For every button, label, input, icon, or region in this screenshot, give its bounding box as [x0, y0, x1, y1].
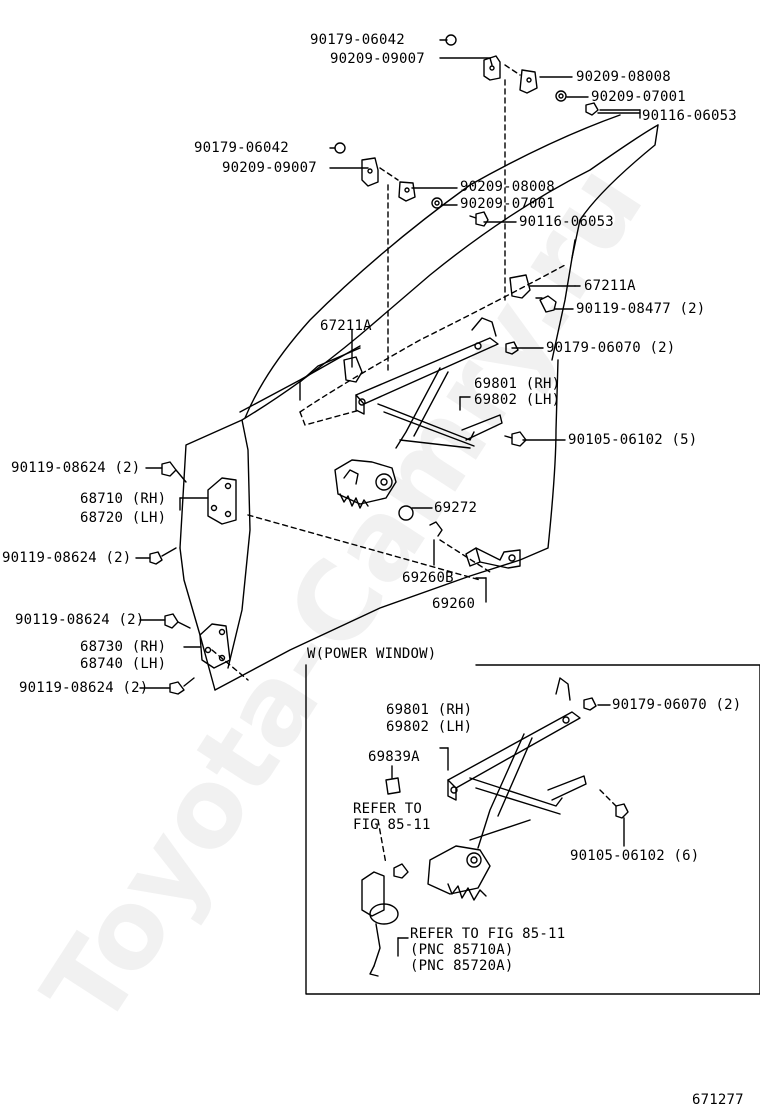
- label-part-68710-rh: 68710 (RH): [80, 491, 167, 507]
- label-part-90119-08624-b: 90119-08624 (2): [2, 550, 132, 566]
- label-part-69260: 69260: [432, 596, 476, 612]
- label-part-69802-lh: 69802 (LH): [474, 392, 561, 408]
- label-refer-to: REFER TO: [353, 801, 423, 817]
- label-part-90119-08624-c: 90119-08624 (2): [15, 612, 145, 628]
- label-pw-part-69839A: 69839A: [368, 749, 420, 765]
- leader-lines: [135, 39, 641, 689]
- power-dashed: [377, 789, 617, 865]
- label-part-90209-09007-upper: 90209-09007: [330, 51, 425, 67]
- label-part-90179-06042-lower: 90179-06042: [194, 140, 289, 156]
- label-pw-part-90105-06102-6: 90105-06102 (6): [570, 848, 700, 864]
- label-part-90105-06102-5: 90105-06102 (5): [568, 432, 698, 448]
- label-pw-part-69801-rh: 69801 (RH): [386, 702, 473, 718]
- label-part-90116-06053-lower: 90116-06053: [519, 214, 614, 230]
- label-part-90209-08008-lower: 90209-08008: [460, 179, 555, 195]
- label-fig-85-11: FIG 85-11: [353, 817, 431, 833]
- label-part-90119-08624-d: 90119-08624 (2): [19, 680, 149, 696]
- label-part-67211A-right: 67211A: [584, 278, 636, 294]
- label-part-90209-07001-lower: 90209-07001: [460, 196, 555, 212]
- label-part-90119-08624-a: 90119-08624 (2): [11, 460, 141, 476]
- hinges: [199, 477, 237, 669]
- label-refer-to-fig-85-11: REFER TO FIG 85-11: [410, 926, 566, 942]
- label-part-90119-08477: 90119-08477 (2): [576, 301, 706, 317]
- label-part-69260B: 69260B: [402, 570, 454, 586]
- label-part-90209-09007-lower: 90209-09007: [222, 160, 317, 176]
- label-power-window-title: W(POWER WINDOW): [307, 646, 437, 662]
- label-part-69272: 69272: [434, 500, 478, 516]
- label-part-68720-lh: 68720 (LH): [80, 510, 167, 526]
- power-leader-lines: [391, 704, 625, 957]
- label-part-69801-rh: 69801 (RH): [474, 376, 561, 392]
- label-part-90179-06070: 90179-06070 (2): [546, 340, 676, 356]
- label-part-90209-08008-upper: 90209-08008: [576, 69, 671, 85]
- label-pnc-85720A: (PNC 85720A): [410, 958, 514, 974]
- manual-window-regulator: [334, 317, 521, 569]
- fasteners: [149, 34, 599, 695]
- label-pw-part-69802-lh: 69802 (LH): [386, 719, 473, 735]
- label-pw-part-90179-06070: 90179-06070 (2): [612, 697, 742, 713]
- label-part-68730-rh: 68730 (RH): [80, 639, 167, 655]
- label-part-90209-07001-upper: 90209-07001: [591, 89, 686, 105]
- door-panel-outline: [179, 114, 659, 691]
- power-window-box: [305, 664, 760, 995]
- power-window-regulator: [361, 677, 629, 977]
- label-part-67211A-left: 67211A: [320, 318, 372, 334]
- glass-outline: [211, 64, 566, 681]
- label-part-90116-06053-upper: 90116-06053: [642, 108, 737, 124]
- label-part-68740-lh: 68740 (LH): [80, 656, 167, 672]
- label-pnc-85710A: (PNC 85710A): [410, 942, 514, 958]
- label-figure-number: 671277: [692, 1092, 744, 1108]
- label-part-90179-06042-upper: 90179-06042: [310, 32, 405, 48]
